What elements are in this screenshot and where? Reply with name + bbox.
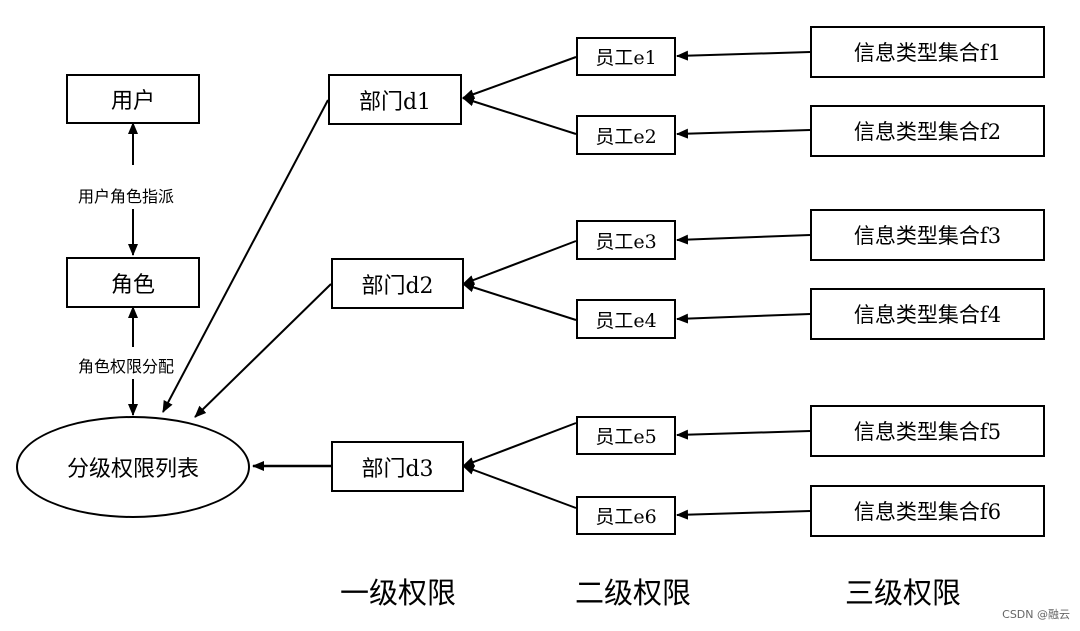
e3-to-d2-arrow xyxy=(462,240,577,285)
info-set-f5-box: 信息类型集合f5 xyxy=(810,405,1045,457)
info-set-f1-box: 信息类型集合f1 xyxy=(810,26,1045,78)
level-1-caption: 一级权限 xyxy=(340,576,457,610)
user-box: 用户 xyxy=(66,74,200,124)
employee-e3-box: 员工e3 xyxy=(576,220,676,260)
employee-e4-box: 员工e4 xyxy=(576,299,676,339)
user-role-assign-label: 用户角色指派 xyxy=(77,181,176,209)
employee-e5-box: 员工e5 xyxy=(576,416,676,455)
info-set-label: 信息类型集合f3 xyxy=(853,224,1002,248)
d2-to-list-arrow xyxy=(194,283,332,418)
info-set-f3-box: 信息类型集合f3 xyxy=(810,209,1045,261)
info-set-label: 信息类型集合f2 xyxy=(853,120,1002,144)
info-set-label: 信息类型集合f1 xyxy=(853,41,1002,65)
info-set-f2-box: 信息类型集合f2 xyxy=(810,105,1045,157)
department-d1-box: 部门d1 xyxy=(328,74,462,125)
f4-to-e4-arrow xyxy=(676,313,811,324)
department-d3-box: 部门d3 xyxy=(331,441,464,492)
level-2-caption: 二级权限 xyxy=(575,576,692,610)
info-set-label: 信息类型集合f6 xyxy=(853,500,1002,524)
perm-list-ellipse: 分级权限列表 xyxy=(16,416,250,518)
employee-e6-box: 员工e6 xyxy=(576,496,676,535)
employee-label: 员工e1 xyxy=(595,47,657,69)
role-box: 角色 xyxy=(66,257,200,308)
f3-to-e3-arrow xyxy=(676,234,811,245)
e1-to-d1-arrow xyxy=(462,56,577,99)
info-set-label: 信息类型集合f4 xyxy=(853,303,1002,327)
info-set-f6-box: 信息类型集合f6 xyxy=(810,485,1045,537)
watermark: CSDN @融云 xyxy=(1002,608,1070,621)
employee-e1-box: 员工e1 xyxy=(576,37,676,76)
f5-to-e5-arrow xyxy=(676,429,811,440)
info-set-label: 信息类型集合f5 xyxy=(853,420,1002,444)
role-perm-assign-label: 角色权限分配 xyxy=(77,351,176,379)
department-label: 部门d3 xyxy=(361,456,434,482)
level-3-caption: 三级权限 xyxy=(845,576,962,610)
department-d2-box: 部门d2 xyxy=(331,258,464,309)
e4-to-d2-arrow xyxy=(462,282,577,321)
e6-to-d3-arrow xyxy=(462,465,577,509)
f6-to-e6-arrow xyxy=(676,509,811,520)
perm-list-label: 分级权限列表 xyxy=(66,457,199,482)
employee-label: 员工e2 xyxy=(595,125,657,148)
role-label: 角色 xyxy=(110,272,155,298)
department-label: 部门d2 xyxy=(361,273,434,299)
department-label: 部门d1 xyxy=(358,89,432,115)
d1-to-list-arrow xyxy=(162,99,329,413)
employee-label: 员工e3 xyxy=(595,230,657,253)
f1-to-e1-arrow xyxy=(676,50,811,61)
employee-e2-box: 员工e2 xyxy=(576,115,676,155)
f2-to-e2-arrow xyxy=(676,128,811,139)
info-set-f4-box: 信息类型集合f4 xyxy=(810,288,1045,340)
employee-label: 员工e5 xyxy=(595,426,657,448)
e2-to-d1-arrow xyxy=(462,96,577,135)
employee-label: 员工e6 xyxy=(595,506,657,528)
e5-to-d3-arrow xyxy=(462,422,577,467)
employee-label: 员工e4 xyxy=(595,309,657,332)
user-label: 用户 xyxy=(110,89,155,114)
